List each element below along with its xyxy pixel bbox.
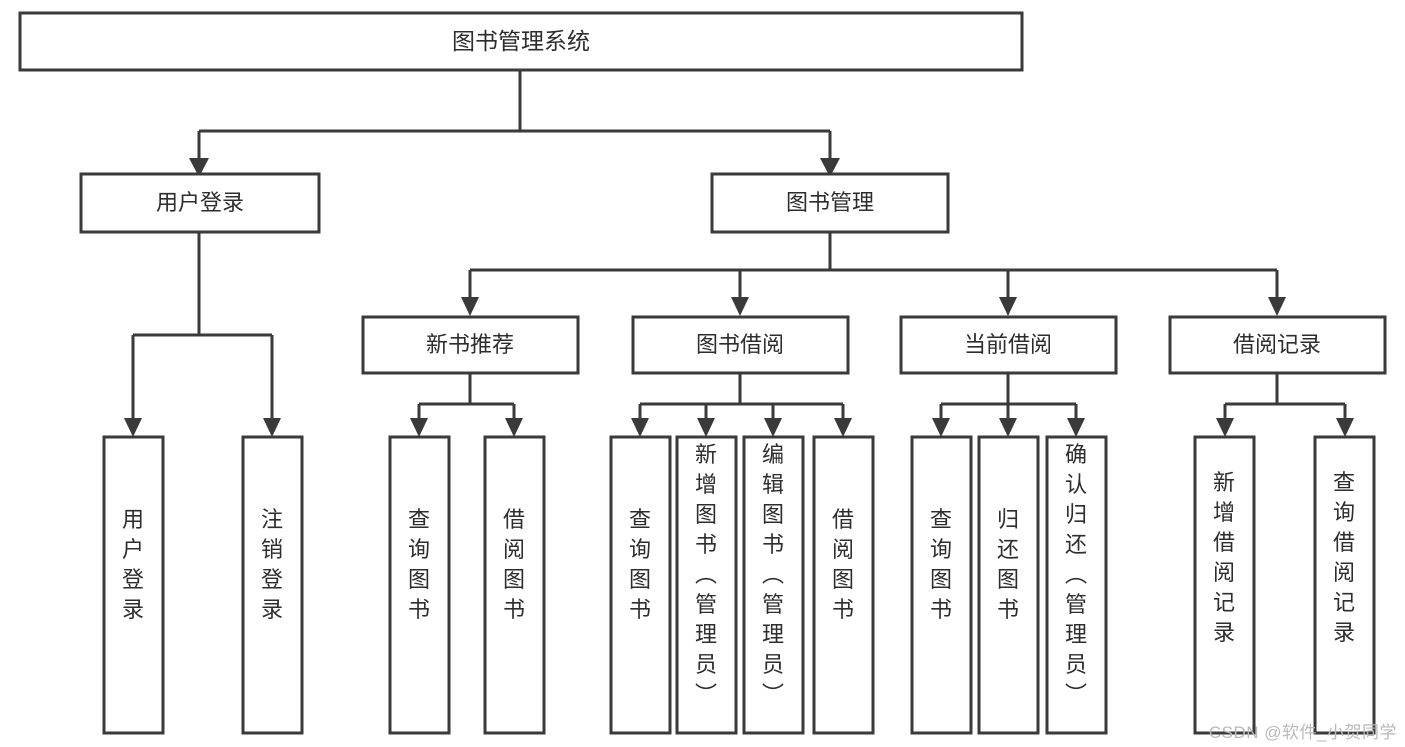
node-book-management[interactable]: 图书管理: [710, 172, 950, 234]
leaf-borrow-book-1-box[interactable]: [483, 435, 546, 735]
node-book-borrow-box[interactable]: [631, 315, 850, 375]
leaf-user-login[interactable]: 用户登录: [102, 435, 165, 735]
arrow-bm-to-new-book: [461, 297, 479, 316]
node-root-box[interactable]: [18, 11, 1024, 72]
leaf-borrow-book-2[interactable]: 借阅图书: [812, 435, 875, 735]
leaf-query-book-3-label: 查询图书: [930, 507, 952, 622]
node-user-login-label: 用户登录: [156, 190, 244, 215]
leaf-borrow-book-2-box[interactable]: [812, 435, 875, 735]
node-root-label: 图书管理系统: [452, 28, 590, 54]
leaf-user-login-label: 用户登录: [122, 507, 144, 622]
node-user-login[interactable]: 用户登录: [79, 172, 321, 234]
arrow-book-borrow-leaf-4: [834, 418, 852, 437]
leaf-confirm-return[interactable]: 确认归还︵管理员︶: [1045, 435, 1108, 735]
node-book-management-label: 图书管理: [786, 190, 874, 215]
leaf-confirm-return-label: 确认归还︵管理员︶: [1065, 442, 1087, 707]
leaf-add-book-label: 新增图书︵管理员︶: [695, 442, 717, 707]
leaf-query-book-2-box[interactable]: [609, 435, 672, 735]
leaf-add-record-box[interactable]: [1193, 435, 1256, 735]
leaf-query-record-box[interactable]: [1313, 435, 1376, 735]
leaf-query-record-label: 查询借阅记录: [1333, 470, 1355, 645]
arrow-borrow-record-leaf-1: [1216, 418, 1234, 437]
arrow-current-borrow-leaf-1: [932, 418, 950, 437]
node-borrow-record-box[interactable]: [1168, 315, 1387, 375]
arrow-current-borrow-leaf-3: [1067, 418, 1085, 437]
node-borrow-record-label: 借阅记录: [1233, 332, 1321, 357]
leaf-borrow-book-1-label: 借阅图书: [503, 507, 525, 622]
leaf-logout-login-box[interactable]: [241, 435, 304, 735]
leaf-user-login-box[interactable]: [102, 435, 165, 735]
arrow-user-login-leaf-2: [263, 418, 281, 437]
arrow-book-borrow-leaf-1: [631, 418, 649, 437]
leaf-logout-login-label: 注销登录: [261, 507, 283, 622]
node-user-login-box[interactable]: [79, 172, 321, 234]
node-current-borrow-label: 当前借阅: [964, 332, 1052, 357]
leaf-add-book[interactable]: 新增图书︵管理员︶: [675, 435, 738, 735]
leaf-add-record-label: 新增借阅记录: [1213, 470, 1235, 645]
arrow-new-book-leaf-1: [410, 418, 428, 437]
leaf-confirm-return-box[interactable]: [1045, 435, 1108, 735]
node-root-system[interactable]: 图书管理系统: [18, 11, 1024, 72]
node-book-borrow-label: 图书借阅: [696, 332, 784, 357]
node-book-borrow[interactable]: 图书借阅: [631, 315, 850, 375]
leaf-add-book-box[interactable]: [675, 435, 738, 735]
arrow-root-to-book-management: [820, 158, 840, 177]
node-new-book-recommend-label: 新书推荐: [426, 332, 514, 357]
arrow-bm-to-book-borrow: [731, 297, 749, 316]
leaf-query-book-3-box[interactable]: [910, 435, 973, 735]
node-borrow-record[interactable]: 借阅记录: [1168, 315, 1387, 375]
arrow-book-borrow-leaf-2: [697, 418, 715, 437]
leaf-query-book-3[interactable]: 查询图书: [910, 435, 973, 735]
arrow-bm-to-borrow-record: [1268, 297, 1286, 316]
leaf-add-record[interactable]: 新增借阅记录: [1193, 435, 1256, 735]
arrow-root-to-user-login: [189, 158, 209, 177]
leaf-query-record[interactable]: 查询借阅记录: [1313, 435, 1376, 735]
leaf-borrow-book-2-label: 借阅图书: [832, 507, 854, 622]
arrow-current-borrow-leaf-2: [999, 418, 1017, 437]
leaf-edit-book-box[interactable]: [742, 435, 805, 735]
leaf-query-book-1-box[interactable]: [388, 435, 451, 735]
arrow-user-login-leaf-1: [124, 418, 142, 437]
leaf-query-book-2[interactable]: 查询图书: [609, 435, 672, 735]
arrow-new-book-leaf-2: [505, 418, 523, 437]
arrow-bm-to-current-borrow: [999, 297, 1017, 316]
node-new-book-recommend[interactable]: 新书推荐: [361, 315, 580, 375]
node-current-borrow[interactable]: 当前借阅: [899, 315, 1118, 375]
leaf-return-book[interactable]: 归还图书: [977, 435, 1040, 735]
leaf-return-book-box[interactable]: [977, 435, 1040, 735]
leaf-query-book-2-label: 查询图书: [629, 507, 651, 622]
arrow-book-borrow-leaf-3: [764, 418, 782, 437]
leaf-edit-book[interactable]: 编辑图书︵管理员︶: [742, 435, 805, 735]
leaf-borrow-book-1[interactable]: 借阅图书: [483, 435, 546, 735]
leaf-query-book-1[interactable]: 查询图书: [388, 435, 451, 735]
arrow-borrow-record-leaf-2: [1336, 418, 1354, 437]
leaf-query-book-1-label: 查询图书: [408, 507, 430, 622]
connector-layer: [124, 70, 1354, 437]
leaf-edit-book-label: 编辑图书︵管理员︶: [762, 442, 784, 707]
node-current-borrow-box[interactable]: [899, 315, 1118, 375]
leaf-logout-login[interactable]: 注销登录: [241, 435, 304, 735]
node-book-management-box[interactable]: [710, 172, 950, 234]
node-new-book-recommend-box[interactable]: [361, 315, 580, 375]
leaf-return-book-label: 归还图书: [997, 507, 1019, 622]
